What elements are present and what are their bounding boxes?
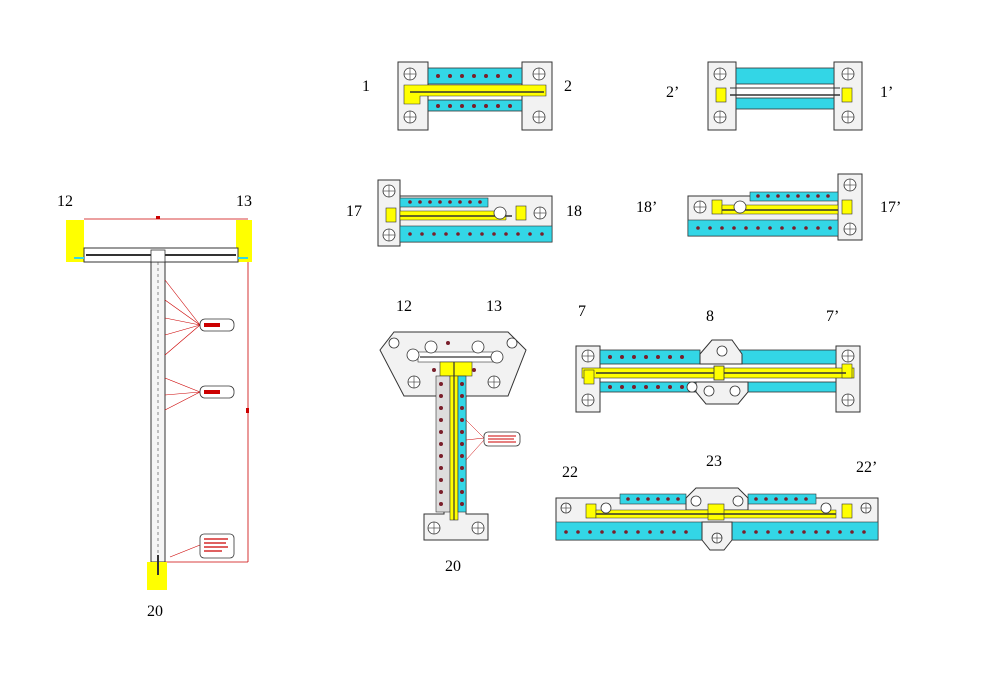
label-12-elevation: 12 xyxy=(57,193,73,210)
element-1-2 xyxy=(397,61,553,131)
label-17-prime: 17’ xyxy=(880,199,901,216)
element-7-8-7p xyxy=(575,339,861,413)
element-22-23-22p xyxy=(555,487,879,551)
label-2: 2 xyxy=(564,78,572,95)
yellow-end-block-left xyxy=(66,220,84,262)
label-22: 22 xyxy=(562,464,578,481)
elevation-drawing xyxy=(66,216,252,590)
label-12-tee: 12 xyxy=(396,298,412,315)
label-18-prime: 18’ xyxy=(636,199,657,216)
label-7: 7 xyxy=(578,303,586,320)
label-17: 17 xyxy=(346,203,362,220)
label-2-prime: 2’ xyxy=(666,84,679,101)
label-1-prime: 1’ xyxy=(880,84,893,101)
label-1: 1 xyxy=(362,78,370,95)
element-17-18 xyxy=(377,179,553,247)
label-8: 8 xyxy=(706,308,714,325)
note-tag xyxy=(199,533,235,559)
label-23: 23 xyxy=(706,453,722,470)
yellow-end-block-right xyxy=(236,220,252,262)
label-13-tee: 13 xyxy=(486,298,502,315)
yellow-base-block xyxy=(147,562,167,590)
label-13-elevation: 13 xyxy=(236,193,252,210)
element-18p-17p xyxy=(687,173,863,241)
element-2p-1p xyxy=(707,61,863,131)
label-7-prime: 7’ xyxy=(826,308,839,325)
label-20-elevation: 20 xyxy=(147,603,163,620)
label-18: 18 xyxy=(566,203,582,220)
label-20-tee: 20 xyxy=(445,558,461,575)
label-22-prime: 22’ xyxy=(856,459,877,476)
tee-element-12-13-20 xyxy=(379,331,527,541)
